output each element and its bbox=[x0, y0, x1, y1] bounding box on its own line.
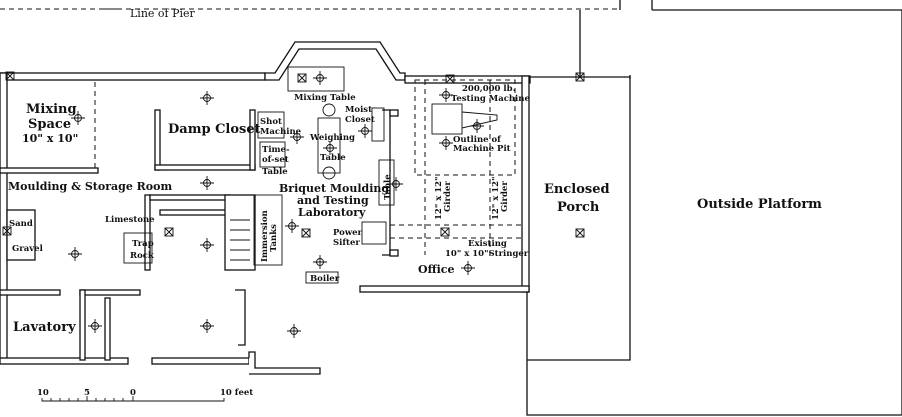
immersion-tanks bbox=[253, 194, 283, 266]
label-stringer-1: Existing bbox=[468, 239, 507, 249]
label-power-2: Sifter bbox=[333, 238, 360, 248]
shot-machine bbox=[257, 111, 285, 139]
outlet-icons bbox=[2, 71, 585, 238]
line-of-pier-label: Line of Pier bbox=[130, 7, 196, 20]
label-testing-machine-2: Testing Machine bbox=[451, 94, 530, 104]
label-girder-1b: 12" x 12" bbox=[491, 176, 501, 220]
label-shot-2: Machine bbox=[260, 127, 302, 137]
label-boiler: Boiler bbox=[310, 274, 340, 284]
room-label-trap: Trap bbox=[132, 239, 154, 249]
trap-rock-bin bbox=[123, 232, 153, 264]
scale-label-0: 0 bbox=[130, 388, 136, 398]
outside-platform bbox=[526, 9, 902, 416]
label-mixing-table: Mixing Table bbox=[294, 93, 356, 103]
room-label-limestone: Limestone bbox=[105, 215, 155, 225]
room-label-lab-3: Laboratory bbox=[298, 206, 366, 219]
mixing-table bbox=[287, 66, 345, 92]
label-moist-2: Closet bbox=[345, 115, 375, 125]
room-label-sand: Sand bbox=[9, 219, 33, 229]
room-label-damp-closet: Damp Closet bbox=[168, 122, 261, 137]
boiler bbox=[305, 271, 339, 284]
label-shot-1: Shot bbox=[260, 117, 282, 127]
label-weigh-1: Weighing bbox=[309, 133, 355, 143]
label-table: Table bbox=[383, 174, 393, 200]
label-tos-2: of-set bbox=[262, 155, 289, 165]
room-label-lab-2: and Testing bbox=[297, 194, 369, 207]
label-tos-1: Time- bbox=[262, 145, 290, 155]
room-label-lavatory: Lavatory bbox=[13, 320, 76, 335]
room-label-mixing-space-2: Space bbox=[28, 117, 71, 132]
room-label-porch-1: Enclosed bbox=[544, 182, 610, 197]
mixing-space-outline bbox=[7, 79, 96, 168]
moist-closet bbox=[371, 107, 385, 142]
label-girder-2b: Girder bbox=[500, 181, 510, 212]
room-label-mixing-space: Mixing bbox=[26, 102, 77, 117]
power-sifter bbox=[361, 221, 387, 245]
label-girder-1a: 12" x 12" bbox=[434, 176, 444, 220]
room-label-porch-2: Porch bbox=[557, 200, 600, 215]
label-weigh-2: Table bbox=[320, 153, 346, 163]
scale-bar: 10 5 0 10 feet bbox=[37, 388, 253, 402]
room-label-office: Office bbox=[418, 263, 455, 276]
label-pit-1: Outline of bbox=[453, 135, 502, 145]
scale-label-10-feet: 10 feet bbox=[220, 388, 253, 398]
enclosed-porch bbox=[527, 75, 631, 361]
scale-label-10-left: 10 bbox=[37, 388, 49, 398]
room-label-lab-1: Briquet Moulding bbox=[279, 182, 389, 195]
room-label-rock: Rock bbox=[130, 251, 155, 261]
room-label-mixing-space-dim: 10" x 10" bbox=[22, 132, 78, 145]
label-power-1: Power bbox=[333, 228, 363, 238]
work-table bbox=[378, 159, 395, 206]
machine-pit-outline bbox=[390, 79, 522, 255]
label-tos-3: Table bbox=[262, 167, 288, 177]
label-immersion-1: Immersion bbox=[260, 210, 270, 262]
room-label-gravel: Gravel bbox=[12, 244, 44, 254]
scale-label-5: 5 bbox=[84, 388, 90, 398]
room-label-moulding-storage: Moulding & Storage Room bbox=[8, 180, 172, 193]
label-girder-2a: Girder bbox=[443, 181, 453, 212]
label-immersion-2: Tanks bbox=[269, 224, 279, 252]
label-stringer-2: 10" x 10"Stringer bbox=[445, 249, 529, 259]
building-walls bbox=[0, 41, 531, 375]
time-of-set-table bbox=[259, 141, 286, 168]
room-label-outside-platform: Outside Platform bbox=[697, 197, 822, 212]
label-testing-machine-1: 200,000 lb. bbox=[462, 84, 516, 94]
weighing-table bbox=[317, 117, 341, 174]
light-fixture-icons bbox=[68, 71, 484, 338]
label-moist-1: Moist bbox=[345, 105, 372, 115]
label-pit-2: Machine Pit bbox=[453, 144, 511, 154]
